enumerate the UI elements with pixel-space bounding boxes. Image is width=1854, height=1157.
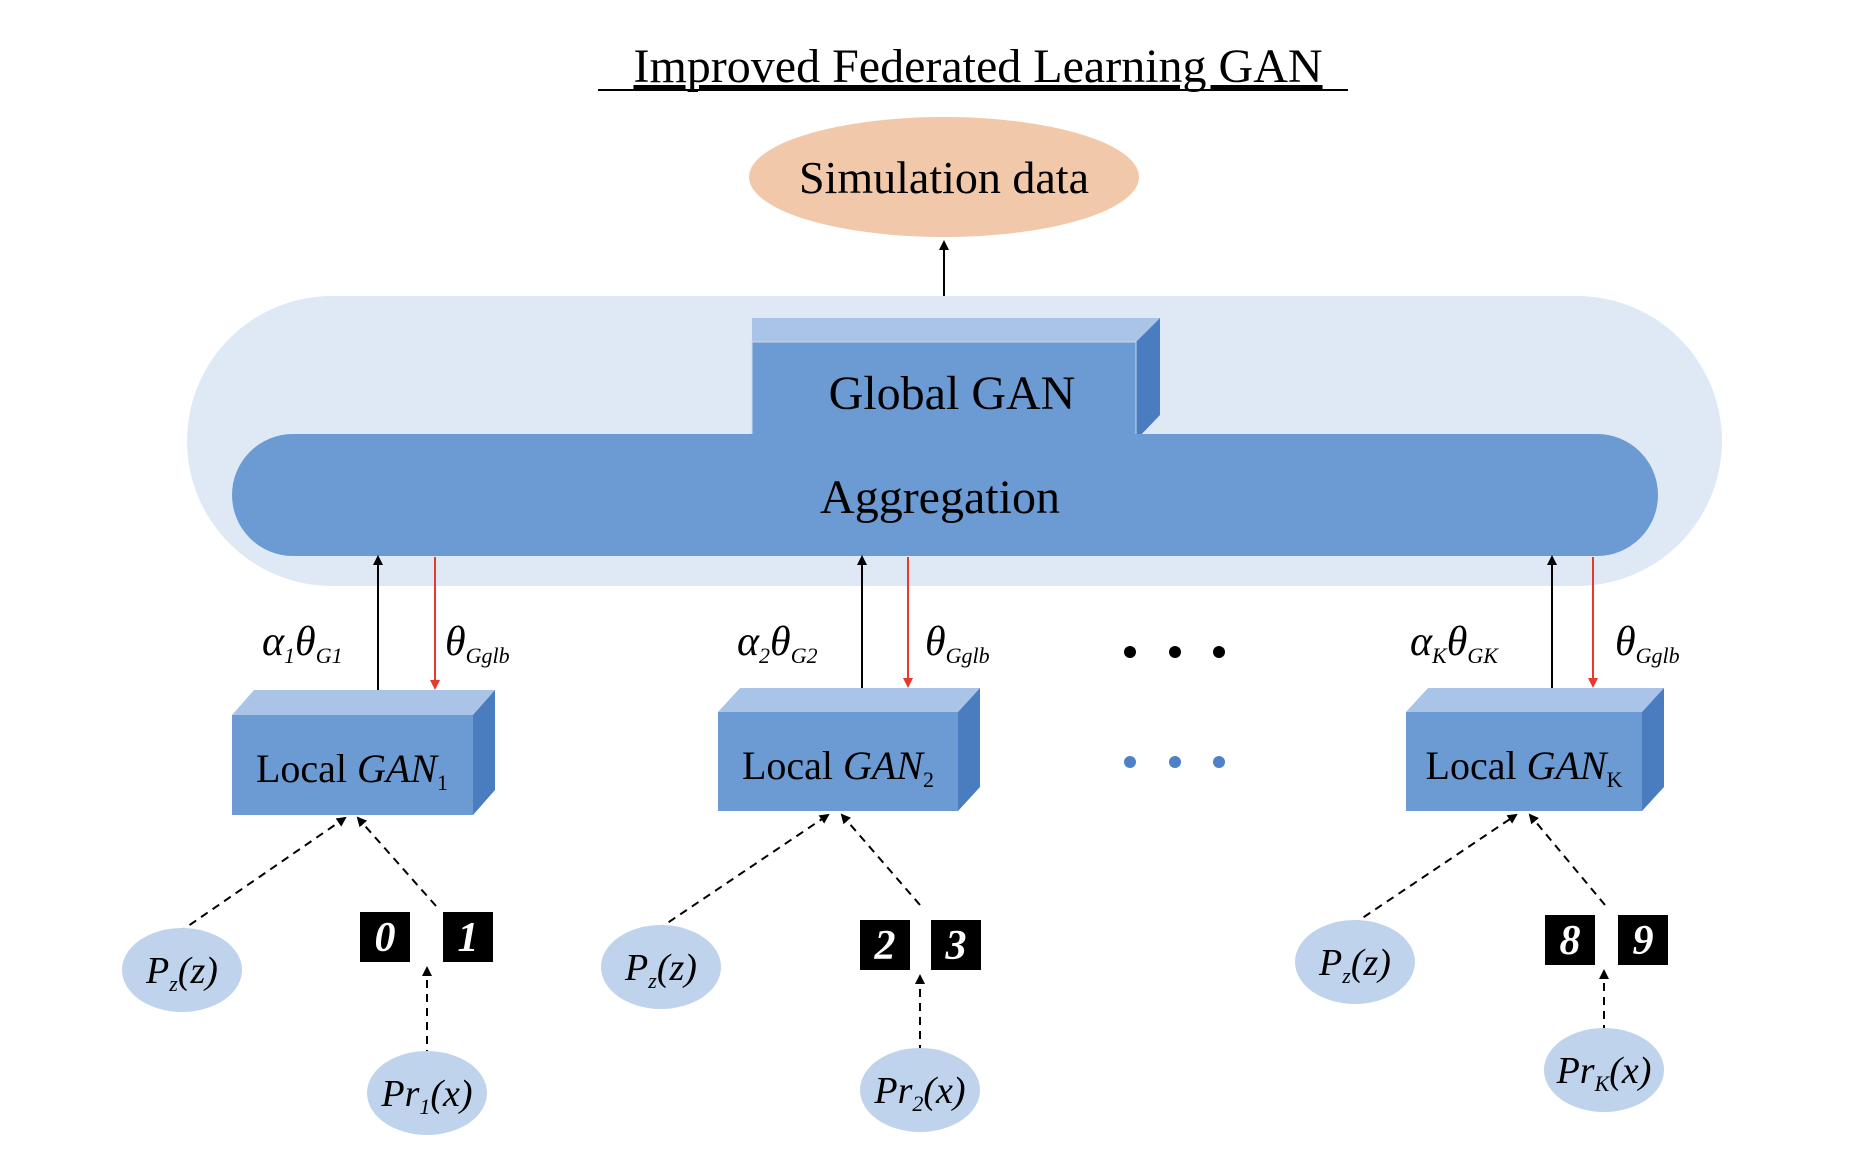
digit-glyph: 9	[1633, 918, 1654, 964]
data-dashed-arrow	[356, 816, 437, 907]
digit-image	[860, 920, 910, 970]
digit-image	[1545, 915, 1595, 965]
real-distribution-label: PrK(x)	[1556, 1050, 1652, 1096]
local-gan-label: Local GANK	[1426, 743, 1623, 792]
local-gan-box-top-fill	[232, 690, 495, 715]
noise-distribution-label: Pz(z)	[624, 947, 697, 993]
local-gan-box-front	[718, 712, 958, 811]
local-gan-box-front	[1406, 712, 1642, 811]
local-gan-box: Local GAN1	[232, 690, 495, 815]
global-gan-box-top	[752, 318, 1160, 342]
noise-distribution-ellipse	[601, 925, 721, 1009]
noise-dashed-arrow	[1351, 813, 1518, 926]
local-gan-box-side	[473, 690, 495, 815]
ellipsis-dot	[1213, 646, 1225, 658]
simulation-data-label: Simulation data	[799, 152, 1089, 203]
global-gan-box-side	[1136, 318, 1160, 440]
ellipsis-dot	[1169, 756, 1181, 768]
ellipsis-dot	[1213, 756, 1225, 768]
noise-distribution-label: Pz(z)	[145, 950, 218, 996]
ellipsis-dots-blue	[1124, 756, 1225, 768]
digit-image	[1618, 915, 1668, 965]
global-gan-label: Global GAN	[829, 367, 1076, 420]
aggregation-label: Aggregation	[820, 471, 1060, 524]
real-distribution-label: Pr1(x)	[380, 1073, 472, 1119]
client-k: αKθGK θGglb Local GANK Pz(z) 8 9 PrK(x)	[1295, 555, 1680, 1112]
noise-distribution-ellipse	[122, 928, 242, 1012]
digit-glyph: 3	[945, 923, 967, 969]
upload-weight-label: α2θG2	[737, 619, 818, 668]
local-gan-box-top	[718, 688, 980, 712]
download-weight-label: θGglb	[445, 619, 510, 668]
digit-glyph: 2	[874, 923, 896, 969]
noise-dashed-arrow	[656, 813, 830, 931]
real-distribution-label: Pr2(x)	[873, 1070, 965, 1116]
ellipsis-dot	[1124, 646, 1136, 658]
local-gan-box-side	[958, 688, 980, 811]
download-weight-label: θGglb	[925, 619, 990, 668]
download-weight-label: θGglb	[1615, 619, 1680, 668]
digit-samples: 2 3	[860, 920, 981, 970]
digit-glyph: 1	[458, 915, 479, 961]
noise-distribution-ellipse	[1295, 920, 1415, 1004]
digit-image	[443, 912, 493, 962]
digit-glyph: 0	[375, 915, 396, 961]
upload-weight-label: αKθGK	[1410, 619, 1499, 668]
digit-glyph: 8	[1560, 918, 1581, 964]
local-gan-box-side	[1642, 688, 1664, 811]
local-gan-box: Local GAN2	[718, 688, 980, 811]
ellipsis-dots-black	[1124, 646, 1225, 658]
digit-image	[360, 912, 410, 962]
real-distribution-ellipse	[860, 1048, 980, 1132]
local-gan-box-top	[1406, 688, 1664, 712]
real-distribution-ellipse	[1544, 1028, 1664, 1112]
digit-samples: 8 9	[1545, 915, 1668, 965]
local-gan-box: Local GANK	[1406, 688, 1664, 811]
digit-samples: 0 1	[360, 912, 493, 962]
digit-image	[931, 920, 981, 970]
noise-distribution-label: Pz(z)	[1318, 942, 1391, 988]
local-gan-label: Local GAN2	[742, 743, 934, 792]
data-dashed-arrow	[840, 813, 921, 906]
simulation-data-ellipse	[749, 117, 1139, 237]
ellipsis-dot	[1124, 756, 1136, 768]
global-gan-box: Global GAN	[751, 318, 1160, 441]
aggregation-bar	[232, 434, 1658, 556]
real-distribution-ellipse	[367, 1051, 487, 1135]
client-2: α2θG2 θGglb Local GAN2 Pz(z) 2 3 Pr2(x)	[601, 555, 990, 1132]
diagram-title: Improved Federated Learning GAN	[633, 40, 1322, 93]
noise-dashed-arrow	[177, 816, 347, 934]
data-dashed-arrow	[1528, 813, 1606, 906]
client-1: α1θG1 θGglb Local GAN1 Pz(z) 0 1 Pr1(x)	[122, 555, 510, 1135]
upload-weight-label: α1θG1	[262, 619, 343, 668]
ellipsis-dot	[1169, 646, 1181, 658]
local-gan-box-front	[232, 715, 473, 815]
local-gan-label: Local GAN1	[256, 746, 448, 795]
